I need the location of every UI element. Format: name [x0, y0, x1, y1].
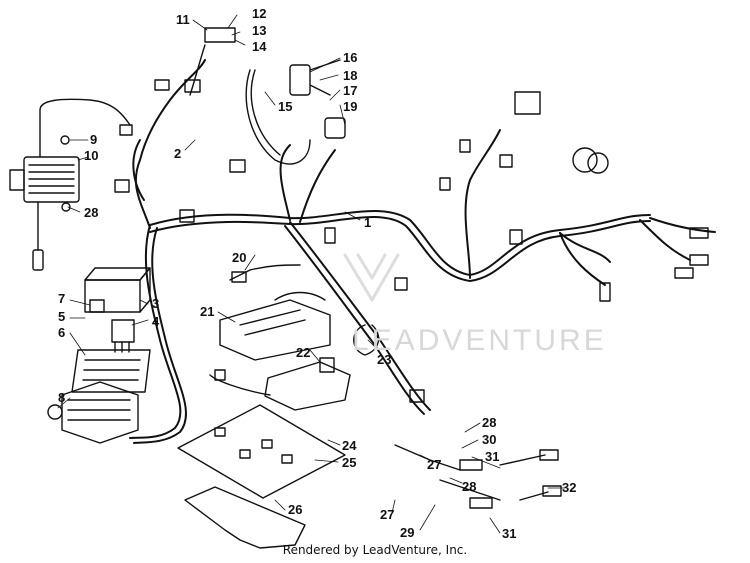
- callout-labels: 11 12 13 14 16 18 17 19 15 9 10 2 28 1 2…: [58, 6, 576, 541]
- callout-32: 32: [562, 480, 576, 495]
- callout-30: 30: [482, 432, 496, 447]
- shield-plate: [184, 486, 306, 549]
- fuse-relay-box: [84, 267, 151, 353]
- ecu-module: [219, 291, 331, 361]
- temp-sensor: [229, 264, 301, 283]
- callout-21: 21: [200, 304, 214, 319]
- callout-7: 7: [58, 291, 65, 306]
- callout-2: 2: [174, 146, 181, 161]
- callout-4: 4: [152, 314, 160, 329]
- light-connectors: [514, 91, 709, 302]
- callout-1: 1: [364, 215, 371, 230]
- callout-29: 29: [400, 525, 414, 540]
- leader-lines: [57, 14, 566, 534]
- cdi-module: [209, 361, 351, 411]
- footer-credit: Rendered by LeadVenture, Inc.: [282, 543, 468, 557]
- callout-15: 15: [278, 99, 292, 114]
- callout-11: 11: [176, 12, 190, 27]
- callout-23: 23: [377, 352, 391, 367]
- fuse-holder: [47, 381, 139, 444]
- harness-connectors: [114, 27, 523, 403]
- callout-16: 16: [343, 50, 357, 65]
- ignition-coil: [289, 59, 346, 139]
- callout-20: 20: [232, 250, 246, 265]
- callout-14: 14: [252, 39, 267, 54]
- callout-27-lower: 27: [380, 507, 394, 522]
- callout-24: 24: [342, 438, 357, 453]
- callout-6: 6: [58, 325, 65, 340]
- callout-28-regulator: 28: [84, 205, 98, 220]
- watermark-logo: [343, 253, 400, 302]
- mounting-plate: [177, 404, 346, 499]
- callout-5: 5: [58, 309, 65, 324]
- watermark-text: LEADVENTURE: [352, 324, 607, 357]
- fuse-panel: [71, 349, 151, 393]
- callout-3: 3: [152, 296, 159, 311]
- callout-10: 10: [84, 148, 98, 163]
- callout-12: 12: [252, 6, 266, 21]
- callout-9: 9: [90, 132, 97, 147]
- callout-27-upper: 27: [427, 457, 441, 472]
- callout-31-lower: 31: [502, 526, 516, 541]
- callout-26: 26: [288, 502, 302, 517]
- callout-13: 13: [252, 23, 266, 38]
- callout-18: 18: [343, 68, 357, 83]
- callout-31-upper: 31: [485, 449, 499, 464]
- callout-28-upper: 28: [482, 415, 496, 430]
- callout-22: 22: [296, 345, 310, 360]
- callout-28-lower: 28: [462, 479, 476, 494]
- voltage-regulator: [9, 98, 131, 271]
- callout-19: 19: [343, 99, 357, 114]
- main-harness: [129, 59, 716, 444]
- ignition-branch: [189, 44, 311, 165]
- grommet-ring: [353, 324, 380, 356]
- callout-25: 25: [342, 455, 356, 470]
- callout-8: 8: [58, 390, 65, 405]
- callout-17: 17: [343, 83, 357, 98]
- spark-plug-leads: [394, 444, 562, 509]
